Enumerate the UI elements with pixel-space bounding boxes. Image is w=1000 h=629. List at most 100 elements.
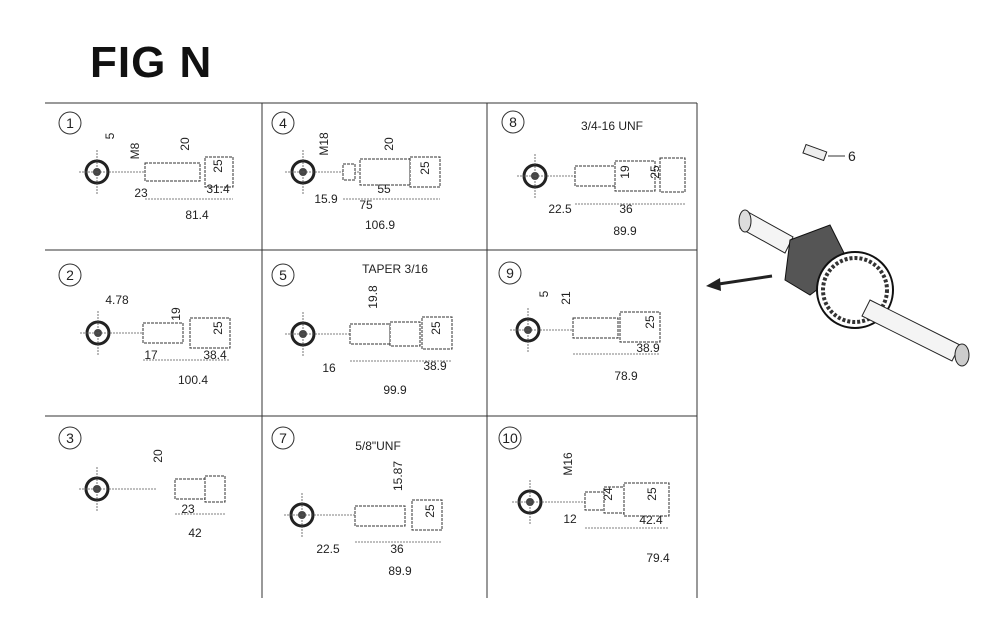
dimension-label: 38.9	[423, 359, 447, 373]
view-number: 5	[279, 267, 287, 283]
dimension-label: 25	[211, 321, 225, 335]
view-panel: 7 5/8"UNF 15.87 25 22.5 36 89.9	[271, 426, 443, 578]
view-number: 1	[66, 115, 74, 131]
crankshaft-illustration: 6	[706, 143, 970, 367]
dimension-label: 100.4	[178, 373, 208, 387]
view-number: 9	[506, 265, 514, 281]
view-panel: 9 5 21 25 38.9 78.9	[498, 261, 661, 383]
shaft-section	[204, 475, 226, 503]
shaft-section	[574, 165, 616, 187]
shaft-section	[204, 156, 234, 188]
view-number: 7	[279, 430, 287, 446]
dimension-label: 89.9	[613, 224, 637, 238]
dimension-label: 16	[322, 361, 336, 375]
dimension-label: M8	[128, 142, 142, 159]
view-number-circle	[58, 263, 82, 287]
view-number-circle	[498, 426, 522, 450]
dimension-label: 25	[648, 165, 662, 179]
dimension-label: 78.9	[614, 369, 638, 383]
dimension-label: 25	[645, 487, 659, 501]
grid-lines	[45, 102, 698, 598]
dimension-label: 25	[418, 161, 432, 175]
dimension-label: 36	[390, 542, 404, 556]
shaft-section	[354, 505, 406, 527]
dimension-label: 31.4	[206, 182, 230, 196]
dimension-label: 17	[144, 348, 158, 362]
dimension-label: 5/8"UNF	[355, 439, 401, 453]
dimension-label: 20	[178, 137, 192, 151]
view-number-circle	[498, 261, 522, 285]
part-label-6: 6	[848, 148, 856, 164]
dimension-label: 15.9	[314, 192, 338, 206]
shaft-section	[409, 156, 441, 188]
figure-title: FIG N	[90, 38, 213, 87]
dimension-label: 15.87	[391, 461, 405, 491]
shaft-section	[144, 162, 201, 182]
dimension-label: 55	[377, 182, 391, 196]
arrow-head-icon	[706, 278, 721, 291]
shaft-section	[174, 478, 206, 500]
view-number: 4	[279, 115, 287, 131]
dimension-label: 38.9	[636, 341, 660, 355]
dimension-label: 19	[618, 165, 632, 179]
view-number: 10	[502, 430, 518, 446]
dimension-label: 22.5	[316, 542, 340, 556]
dimension-label: 20	[382, 137, 396, 151]
shaft-section	[619, 311, 661, 343]
dimension-label: 25	[643, 315, 657, 329]
dimension-label: 42	[188, 526, 202, 540]
dimension-label: 36	[619, 202, 633, 216]
dimension-label: 89.9	[388, 564, 412, 578]
view-number-circle	[58, 111, 82, 135]
dimension-label: 42.4	[639, 513, 663, 527]
dimension-label: M16	[561, 452, 575, 476]
view-panel: 8 3/4-16 UNF 19 25 22.5 36 89.9	[501, 110, 686, 238]
pointer-arrow	[711, 274, 773, 287]
dimension-label: 99.9	[383, 383, 407, 397]
dimension-label: 81.4	[185, 208, 209, 222]
dimension-label: 23	[134, 186, 148, 200]
dimension-label: 75	[359, 198, 373, 212]
dimension-label: M18	[317, 132, 331, 156]
dimension-label: 22.5	[548, 202, 572, 216]
view-number-circle	[501, 110, 525, 134]
view-number: 8	[509, 114, 517, 130]
dimension-label: 19.8	[366, 285, 380, 309]
shaft-section	[411, 499, 443, 531]
view-number-circle	[271, 263, 295, 287]
dimension-label: 23	[181, 502, 195, 516]
view-number: 2	[66, 267, 74, 283]
view-panel: 1 5M8 20 25 23 31.4 81.4	[58, 111, 234, 222]
dimension-label: 25	[211, 159, 225, 173]
view-number-circle	[271, 111, 295, 135]
dimension-label: 5	[103, 132, 117, 139]
key-part-6	[802, 143, 828, 162]
shaft-section	[389, 321, 421, 347]
dimension-label: 24	[601, 487, 615, 501]
dimension-label: 5	[537, 290, 551, 297]
dimension-label: 3/4-16 UNF	[581, 119, 643, 133]
shaft-section	[342, 163, 356, 181]
shaft-section	[659, 157, 686, 193]
view-number: 3	[66, 430, 74, 446]
shaft-section	[142, 322, 184, 344]
dimension-label: 4.78	[105, 293, 129, 307]
dimension-label: 25	[423, 504, 437, 518]
dimension-label: 79.4	[646, 551, 670, 565]
dimension-label: 38.4	[203, 348, 227, 362]
shaft-section	[614, 160, 656, 192]
shaft-section	[349, 323, 391, 345]
view-number-circle	[271, 426, 295, 450]
shaft-section	[623, 482, 670, 517]
dimension-label: 25	[429, 321, 443, 335]
shaft-section	[572, 317, 619, 339]
shaft-section	[421, 316, 453, 350]
dimension-label: 21	[559, 291, 573, 305]
dimension-label: 20	[151, 449, 165, 463]
view-number-circle	[58, 426, 82, 450]
